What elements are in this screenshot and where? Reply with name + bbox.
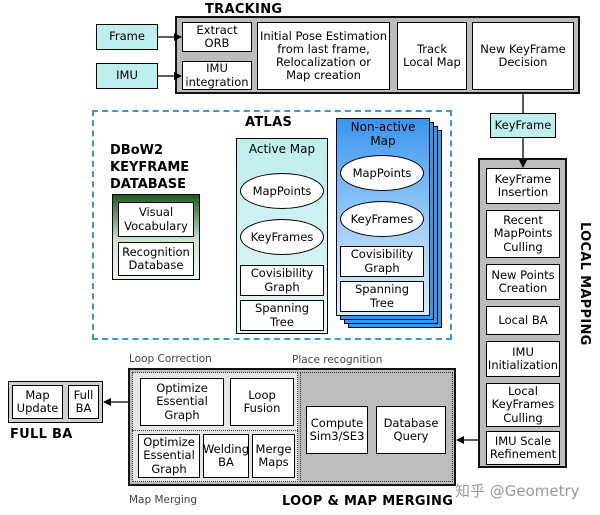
compute-sim3-box: Compute Sim3/SE3 — [306, 406, 368, 454]
loop-correction-label: Loop Correction — [129, 353, 212, 365]
keyframe-label: KeyFrame — [490, 113, 556, 138]
watermark-text: 知乎 @Geometry — [455, 482, 580, 500]
new-points-creation-box: New Points Creation — [486, 264, 560, 300]
imu-scale-refinement-box: IMU Scale Refinement — [486, 431, 560, 465]
track-local-map-box: Track Local Map — [397, 22, 467, 90]
pose-estimation-box: Initial Pose Estimation from last frame,… — [257, 22, 390, 90]
active-keyframes-ellipse: KeyFrames — [240, 219, 324, 255]
atlas-frame — [92, 110, 452, 340]
place-recognition-label: Place recognition — [292, 354, 383, 366]
active-spanning-tree-box: Spanning Tree — [240, 300, 324, 331]
active-covisibility-graph-box: Covisibility Graph — [240, 265, 324, 296]
recognition-database-box: Recognition Database — [118, 242, 194, 276]
merge-maps-box: Merge Maps — [252, 434, 295, 478]
atlas-title: ATLAS — [245, 115, 293, 130]
full-ba-title: FULL BA — [10, 427, 73, 442]
imu-input: IMU — [96, 63, 158, 89]
map-update-box: Map Update — [12, 385, 63, 419]
new-keyframe-decision-box: New KeyFrame Decision — [472, 22, 574, 90]
welding-ba-box: Welding BA — [203, 434, 249, 478]
active-mappoints-ellipse: MapPoints — [240, 173, 324, 209]
full-ba-box: Full BA — [68, 385, 99, 419]
map-merging-label: Map Merging — [129, 494, 198, 506]
loop-optimize-essential-graph-box: Optimize Essential Graph — [140, 378, 224, 426]
extract-orb-box: Extract ORB — [182, 22, 252, 52]
nonactive-mappoints-ellipse: MapPoints — [340, 155, 424, 191]
active-map-title: Active Map — [248, 142, 316, 156]
local-ba-box: Local BA — [486, 306, 560, 335]
place-recognition-frame — [300, 372, 453, 482]
visual-vocabulary-box: Visual Vocabulary — [118, 202, 194, 237]
imu-initialization-box: IMU Initialization — [486, 341, 560, 377]
non-active-map-title: Non-active Map — [350, 120, 416, 148]
recent-mappoints-culling-box: Recent MapPoints Culling — [486, 210, 560, 258]
merge-optimize-essential-graph-box: Optimize Essential Graph — [138, 434, 200, 478]
nonactive-covisibility-graph-box: Covisibility Graph — [340, 246, 424, 277]
keyframe-insertion-box: KeyFrame Insertion — [486, 168, 560, 204]
loop-fusion-box: Loop Fusion — [230, 378, 294, 426]
local-mapping-title: LOCAL MAPPING — [577, 222, 592, 346]
imu-integration-box: IMU integration — [182, 61, 252, 90]
tracking-title: TRACKING — [205, 2, 283, 17]
database-query-box: Database Query — [376, 406, 446, 454]
loop-map-merging-title: LOOP & MAP MERGING — [282, 494, 454, 509]
nonactive-keyframes-ellipse: KeyFrames — [340, 201, 424, 237]
dbow2-title: DBoW2 KEYFRAME DATABASE — [110, 143, 190, 192]
frame-input: Frame — [96, 24, 158, 50]
nonactive-spanning-tree-box: Spanning Tree — [340, 281, 424, 312]
local-keyframes-culling-box: Local KeyFrames Culling — [486, 383, 560, 427]
